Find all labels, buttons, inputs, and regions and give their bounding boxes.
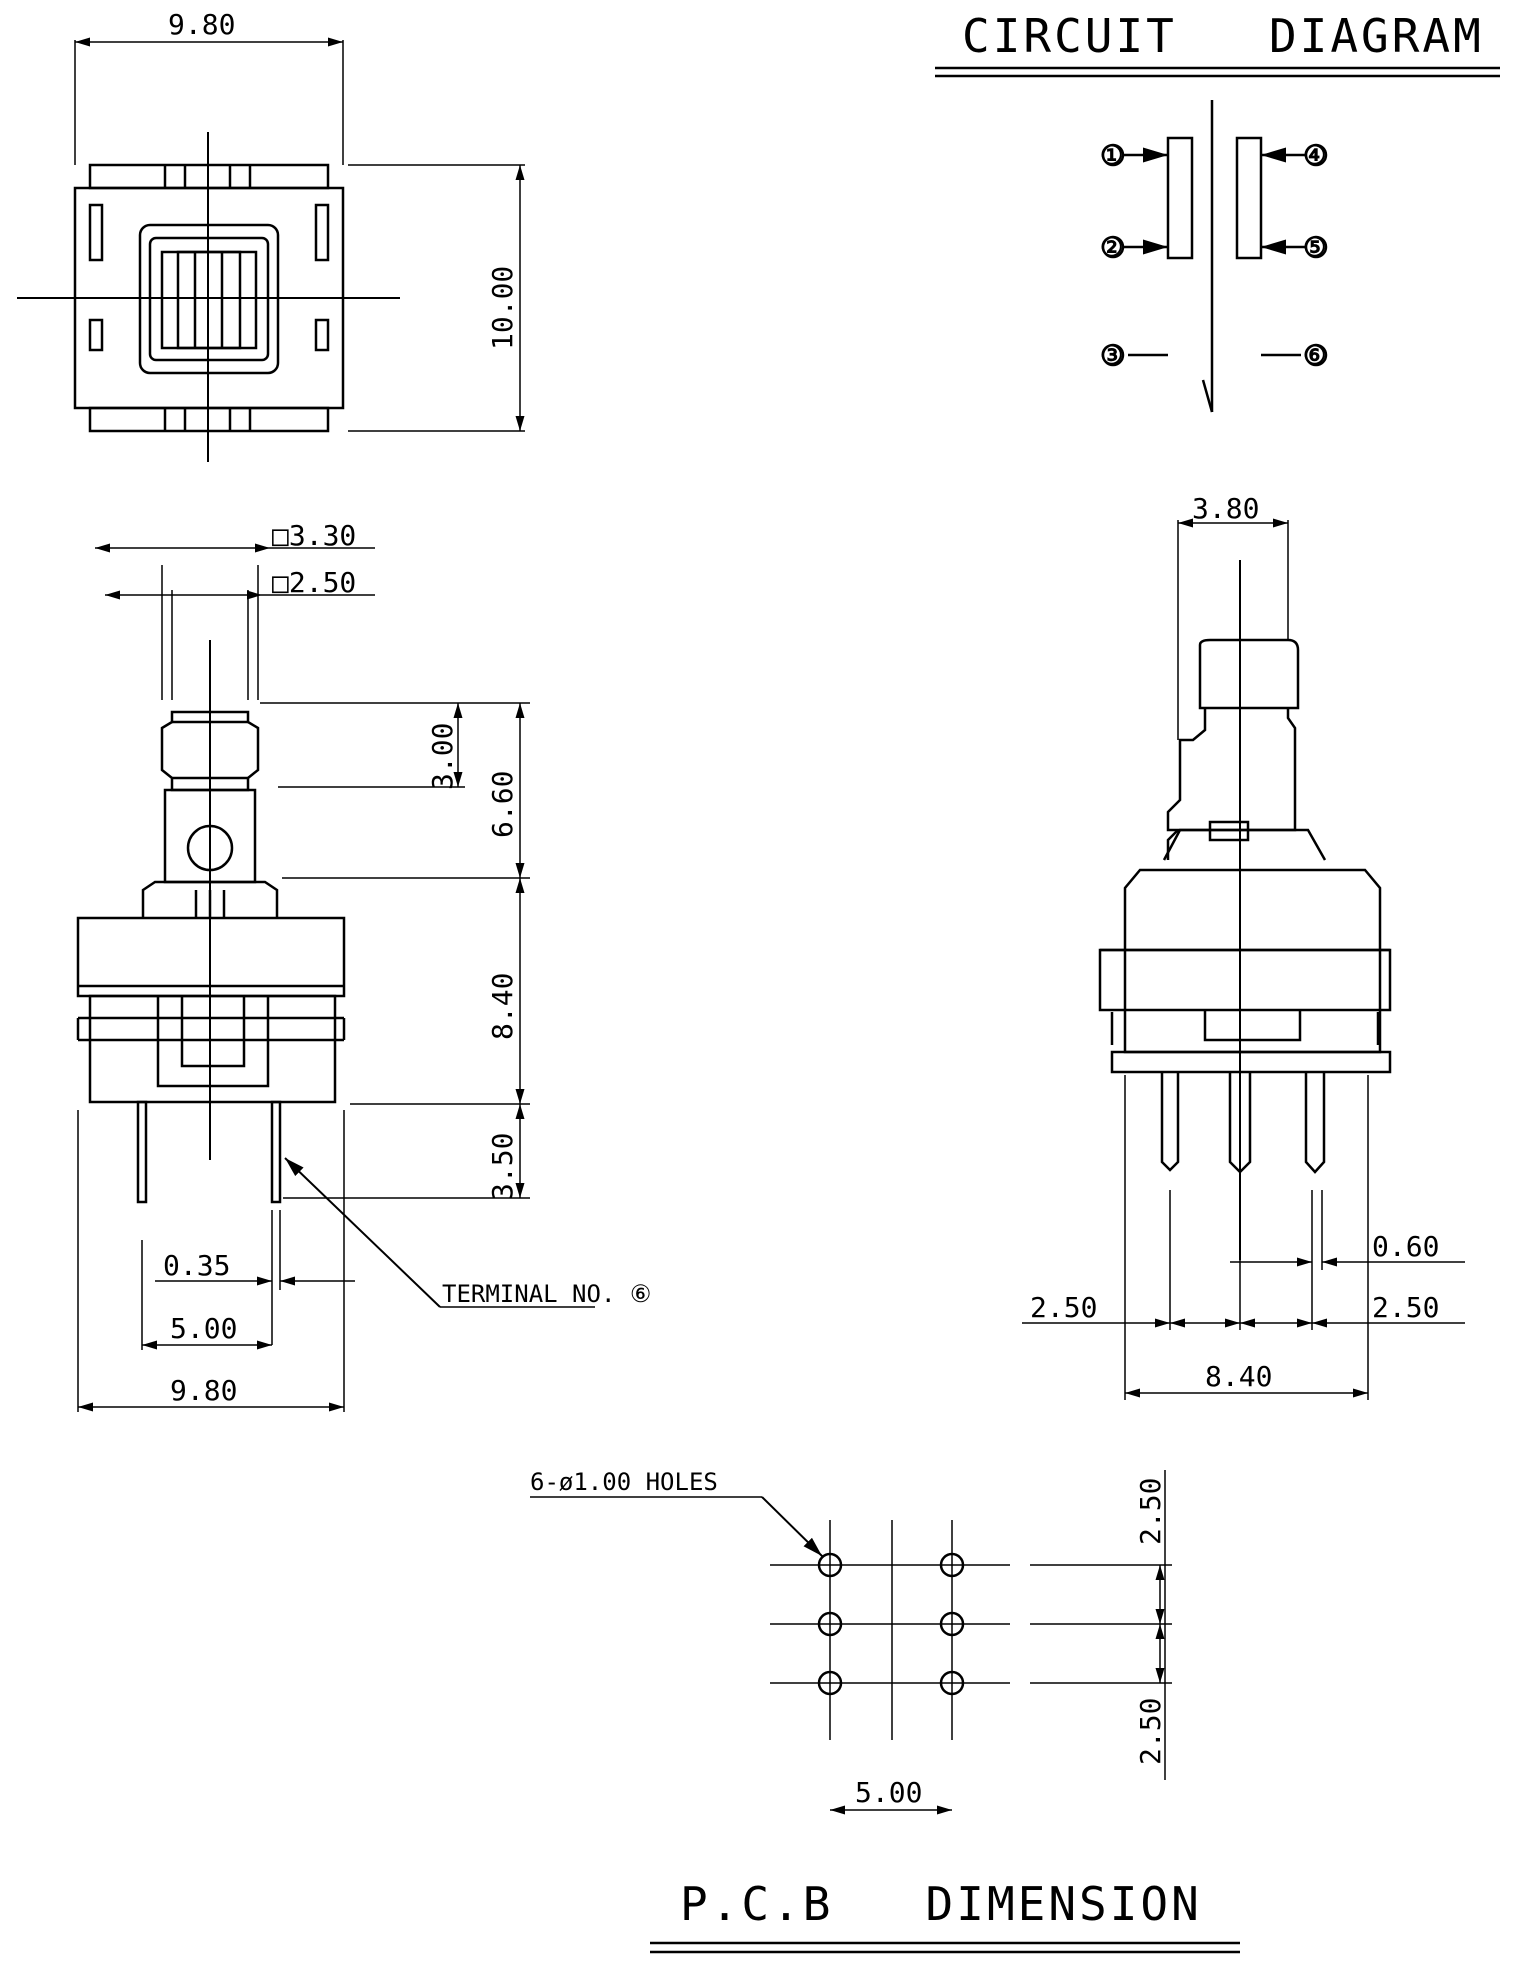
front-body-width-label: 9.80 bbox=[170, 1374, 237, 1407]
circuit-diagram-title: CIRCUIT DIAGRAM bbox=[962, 9, 1484, 63]
actuator-inner-label: □2.50 bbox=[272, 566, 356, 599]
pcb-pitch-y-bottom-label: 2.50 bbox=[1134, 1698, 1167, 1765]
pcb-pitch-y-top-label: 2.50 bbox=[1134, 1478, 1167, 1545]
terminal-1-label: ① bbox=[1100, 141, 1123, 171]
pin-thickness-label: 0.60 bbox=[1372, 1230, 1439, 1263]
terminal-note: TERMINAL NO. ⑥ bbox=[442, 1280, 651, 1308]
actuator-outer-label: □3.30 bbox=[272, 519, 356, 552]
pcb-dimension-title: P.C.B DIMENSION bbox=[680, 1877, 1202, 1931]
pin-pitch-label: 5.00 bbox=[170, 1312, 237, 1345]
terminal-4-label: ④ bbox=[1303, 141, 1326, 171]
stem-height-label: 6.60 bbox=[486, 771, 519, 838]
top-width-label: 9.80 bbox=[168, 8, 235, 41]
cap-height-label: 3.00 bbox=[426, 723, 459, 790]
pin-length-label: 3.50 bbox=[486, 1133, 519, 1200]
terminal-5-label: ⑤ bbox=[1303, 233, 1326, 263]
pin-width-label: 0.35 bbox=[163, 1249, 230, 1282]
terminal-3-label: ③ bbox=[1100, 341, 1123, 371]
side-actuator-width-label: 3.80 bbox=[1192, 492, 1259, 525]
pcb-holes-note: 6-ø1.00 HOLES bbox=[530, 1468, 718, 1496]
pcb-dimension bbox=[530, 1470, 1240, 1954]
side-body-width-label: 8.40 bbox=[1205, 1360, 1272, 1393]
pcb-pitch-x-label: 5.00 bbox=[855, 1776, 922, 1809]
terminal-2-label: ② bbox=[1100, 233, 1123, 263]
pin-pitch-right-label: 2.50 bbox=[1372, 1291, 1439, 1324]
body-height-label: 8.40 bbox=[486, 973, 519, 1040]
terminal-6-label: ⑥ bbox=[1303, 341, 1326, 371]
side-view bbox=[1022, 518, 1465, 1400]
front-view bbox=[76, 543, 595, 1412]
pin-pitch-left-label: 2.50 bbox=[1030, 1291, 1097, 1324]
top-height-label: 10.00 bbox=[486, 266, 519, 350]
circuit-diagram bbox=[935, 66, 1500, 413]
top-view bbox=[17, 37, 525, 462]
